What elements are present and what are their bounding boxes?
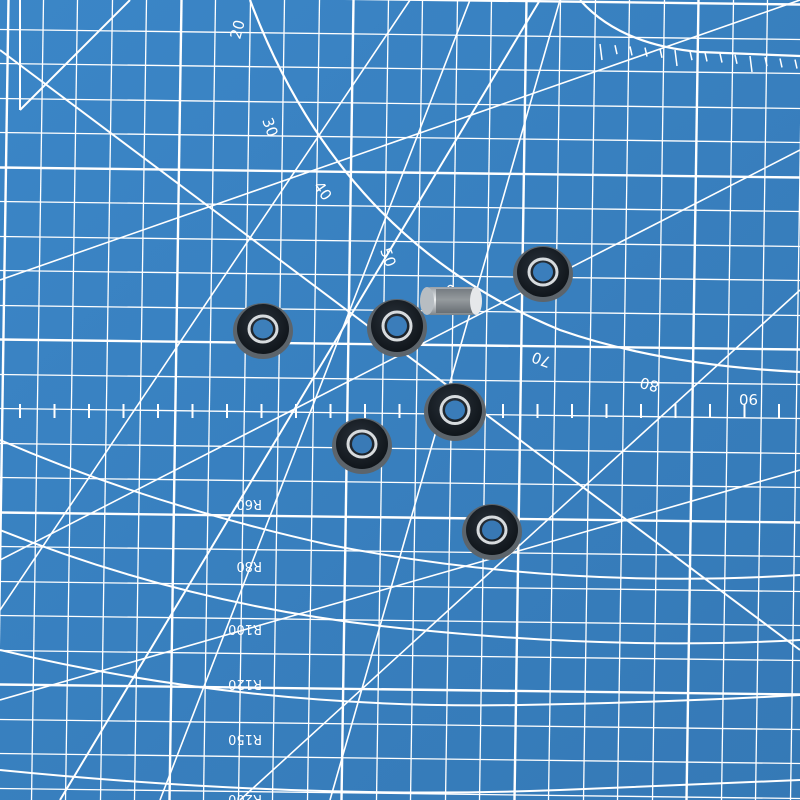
angle-ray <box>239 289 800 800</box>
angle-label-90: 90 <box>739 390 758 408</box>
grid-line-vertical <box>547 0 562 800</box>
grid-line-horizontal <box>0 476 800 489</box>
radius-label-r80: R80 <box>236 558 262 573</box>
degree-tick <box>614 45 618 55</box>
bearing-3-side-view <box>420 287 482 315</box>
grid-line-vertical <box>720 0 735 800</box>
radius-label-r100: R100 <box>228 621 262 636</box>
degree-tick <box>794 59 798 69</box>
bearing-1 <box>233 303 293 359</box>
angle-label-50: 50 <box>376 245 399 269</box>
degree-tick <box>644 47 648 57</box>
radius-label-r150: R150 <box>228 731 262 746</box>
degree-tick <box>749 55 753 73</box>
degree-tick <box>599 43 603 61</box>
grid-line-vertical <box>789 123 800 800</box>
grid-line-vertical <box>513 0 528 800</box>
angle-label-80: 80 <box>638 373 661 395</box>
angle-label-70: 70 <box>529 348 553 371</box>
angle-ray <box>0 469 800 701</box>
radius-arc <box>0 769 800 794</box>
angle-ray <box>159 0 471 800</box>
bearing-4 <box>513 246 573 302</box>
grid-line-vertical <box>651 0 666 800</box>
radius-arc <box>0 529 800 645</box>
degree-tick <box>659 48 663 58</box>
angle-ray <box>0 0 411 611</box>
grid-line-vertical <box>168 0 183 800</box>
degree-tick <box>719 53 723 63</box>
grid-line-horizontal <box>0 545 800 558</box>
grid-line-vertical <box>202 0 217 800</box>
grid-line-horizontal <box>0 269 800 282</box>
angle-ray <box>59 0 541 800</box>
grid-line-horizontal <box>0 235 800 248</box>
angle-label-30: 30 <box>258 115 281 139</box>
degree-ticks <box>599 43 798 73</box>
degree-tick <box>764 57 768 67</box>
grid-line-horizontal <box>0 200 800 213</box>
grid-line-horizontal <box>343 0 800 6</box>
grid-line-horizontal <box>0 28 800 41</box>
radius-labels: R60 R80 R100 R120 R150 R200 <box>228 496 262 800</box>
grid-line-horizontal <box>0 131 800 144</box>
grid-line-vertical <box>0 0 10 647</box>
radius-label-r200: R200 <box>228 791 262 800</box>
grid-line-horizontal <box>0 787 800 800</box>
grid-line-horizontal <box>0 580 800 593</box>
grid-line-horizontal <box>0 166 800 179</box>
degree-tick <box>779 58 783 68</box>
degree-tick <box>704 52 708 62</box>
grid-line-horizontal <box>0 649 800 662</box>
angle-label-20: 20 <box>226 18 248 41</box>
grid-line-vertical <box>582 0 597 800</box>
grid-line-vertical <box>685 0 700 800</box>
grid-line-horizontal <box>0 97 800 110</box>
grid-line-horizontal <box>0 373 800 386</box>
bearing-7 <box>462 504 522 560</box>
grid-line-vertical <box>375 0 390 800</box>
grid-line-vertical <box>616 0 631 800</box>
bearing-5 <box>424 383 486 441</box>
bearing-2 <box>367 299 427 357</box>
radius-arc <box>0 649 800 707</box>
ruler-ticks <box>19 404 780 418</box>
grid-line-vertical <box>340 0 355 800</box>
radius-label-r60: R60 <box>236 496 262 511</box>
grid-line-horizontal <box>0 752 800 765</box>
grid-line-horizontal <box>0 511 800 524</box>
bearing-6 <box>332 418 392 474</box>
grid-line-horizontal <box>0 718 800 731</box>
angle-ray <box>19 0 131 111</box>
degree-arc <box>579 0 800 58</box>
radius-label-r120: R120 <box>228 676 262 691</box>
degree-arc <box>248 0 800 374</box>
radius-arc <box>0 439 800 580</box>
degree-tick <box>674 49 678 67</box>
grid-line-vertical <box>271 0 286 800</box>
degree-tick <box>689 51 693 61</box>
grid-line-horizontal <box>0 442 800 455</box>
grid-line-horizontal <box>0 614 800 627</box>
bearings-group <box>233 246 573 560</box>
grid-line-horizontal <box>0 683 800 696</box>
grid-line-horizontal <box>0 62 800 75</box>
grid-line-vertical <box>478 0 493 800</box>
degree-tick <box>629 46 633 56</box>
grid-line-vertical <box>237 0 252 800</box>
grid-line-vertical <box>754 0 769 800</box>
degree-tick <box>734 54 738 64</box>
